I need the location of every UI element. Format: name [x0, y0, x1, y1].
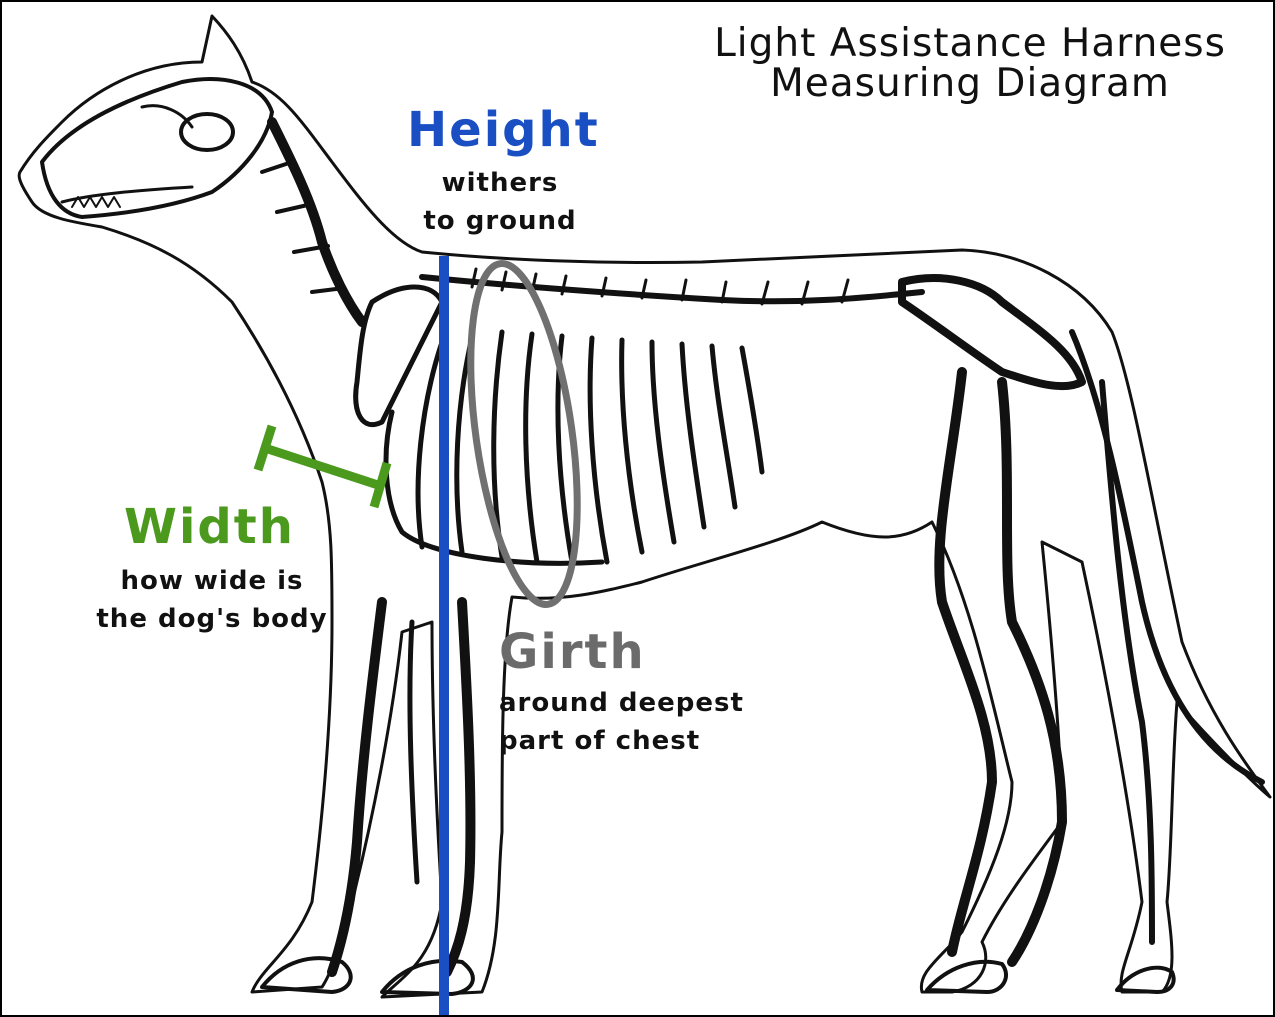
title-line-1: Light Assistance Harness	[670, 24, 1270, 64]
width-description: how wide is the dog's body	[82, 562, 342, 638]
hind-leg-front	[939, 372, 992, 952]
girth-description-line-2: part of chest	[499, 722, 799, 760]
diagram-title: Light Assistance Harness Measuring Diagr…	[670, 24, 1270, 104]
width-measure-bracket	[258, 426, 387, 507]
scapula	[356, 287, 442, 425]
girth-description-line-1: around deepest	[499, 684, 799, 722]
girth-description: around deepest part of chest	[499, 684, 799, 760]
height-measure-line	[439, 256, 449, 1015]
width-description-line-1: how wide is	[82, 562, 342, 600]
height-description-line-1: withers	[400, 164, 600, 202]
height-description-line-2: to ground	[400, 202, 600, 240]
height-label: Height	[407, 102, 600, 158]
title-line-2: Measuring Diagram	[670, 64, 1270, 104]
skull-outline	[42, 79, 272, 217]
pelvis	[902, 278, 1082, 386]
width-description-line-2: the dog's body	[82, 600, 342, 638]
front-leg-front	[447, 602, 470, 972]
height-description: withers to ground	[400, 164, 600, 240]
front-leg-back	[332, 602, 382, 972]
girth-label: Girth	[499, 624, 646, 680]
width-label: Width	[124, 499, 295, 555]
